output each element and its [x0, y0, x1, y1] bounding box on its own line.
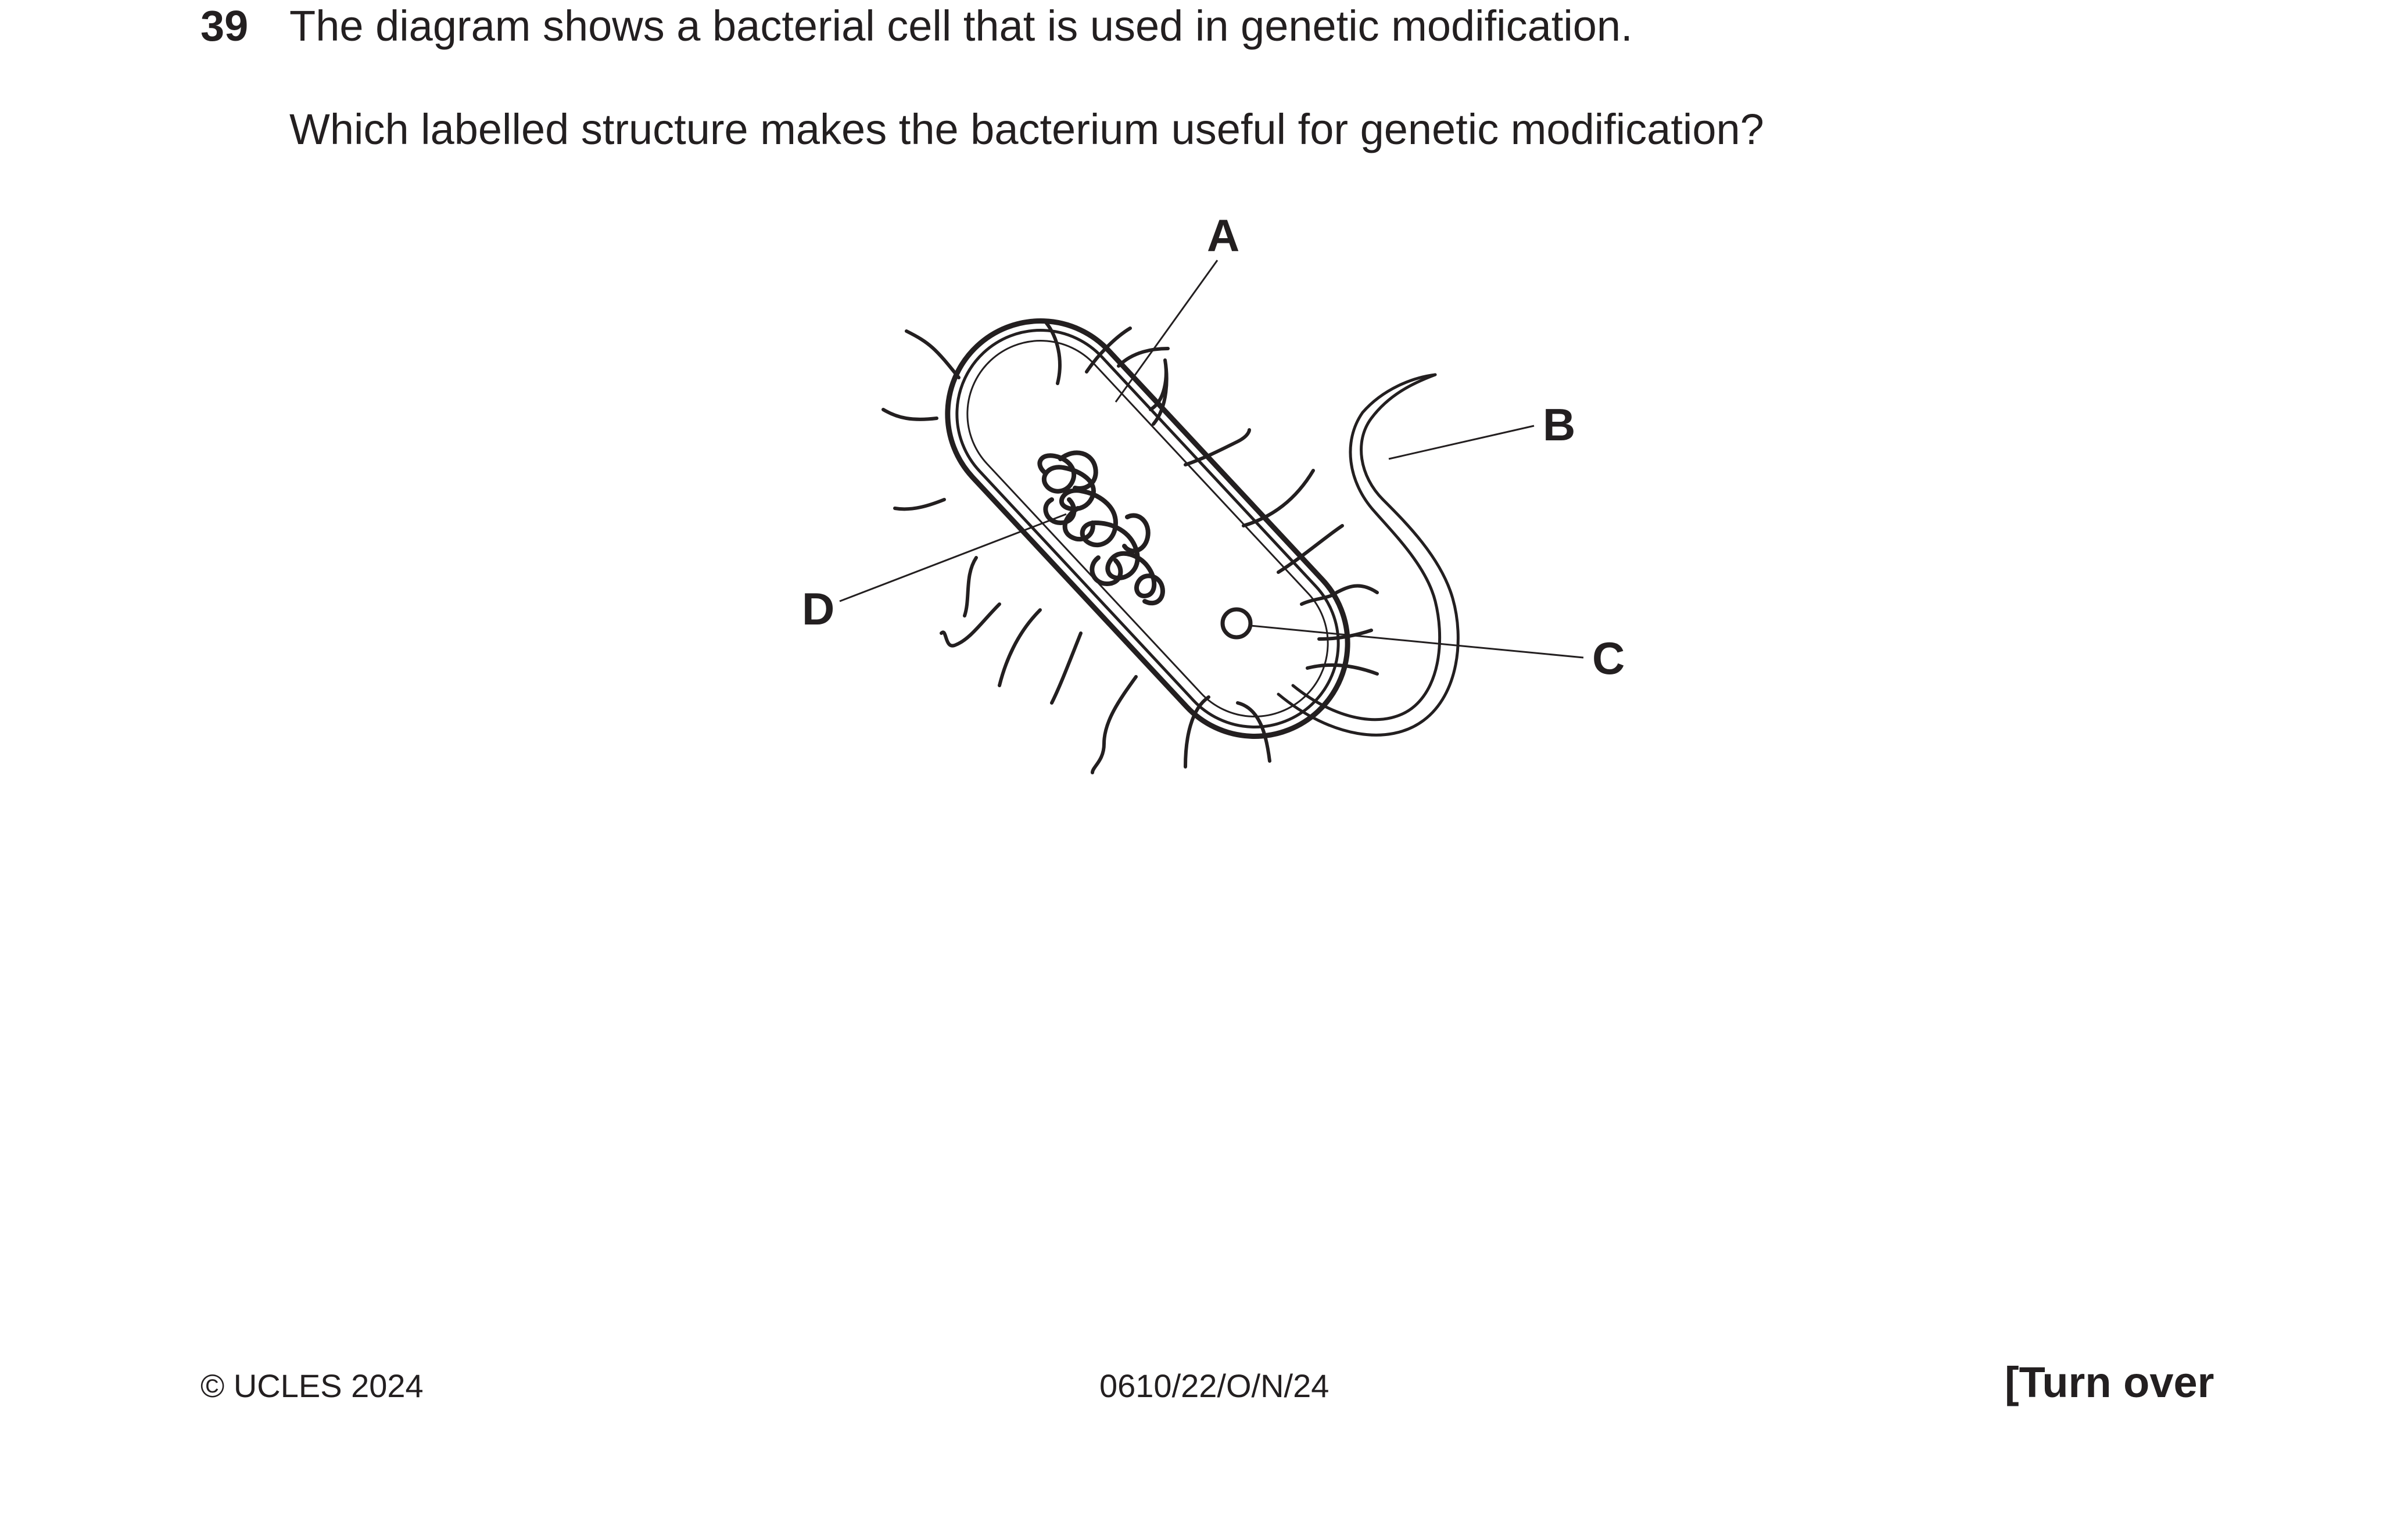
label-c: C — [1592, 633, 1625, 684]
question-number: 39 — [200, 2, 249, 50]
footer-turn-over: [Turn over — [2005, 1358, 2214, 1406]
flagellum — [1277, 373, 1460, 737]
label-line-b — [1388, 425, 1535, 460]
label-line-a — [1115, 260, 1219, 403]
plasmid — [1220, 607, 1253, 640]
question-prompt: Which labelled structure makes the bacte… — [289, 105, 1764, 153]
bacterial-cell — [881, 318, 1460, 774]
chromosomal-dna — [1037, 450, 1165, 606]
label-line-d — [839, 513, 1067, 602]
label-a: A — [1207, 210, 1239, 261]
pili — [881, 321, 1379, 774]
label-b: B — [1543, 399, 1575, 450]
cell-membrane — [955, 329, 1340, 728]
footer-paper-code: 0610/22/O/N/24 — [1099, 1367, 1329, 1404]
footer-copyright: © UCLES 2024 — [200, 1367, 424, 1404]
question-stem: The diagram shows a bacterial cell that … — [289, 2, 1633, 50]
label-d: D — [802, 583, 834, 634]
label-lines — [839, 260, 1584, 659]
cell-wall — [945, 318, 1350, 739]
label-line-c — [1250, 624, 1584, 659]
